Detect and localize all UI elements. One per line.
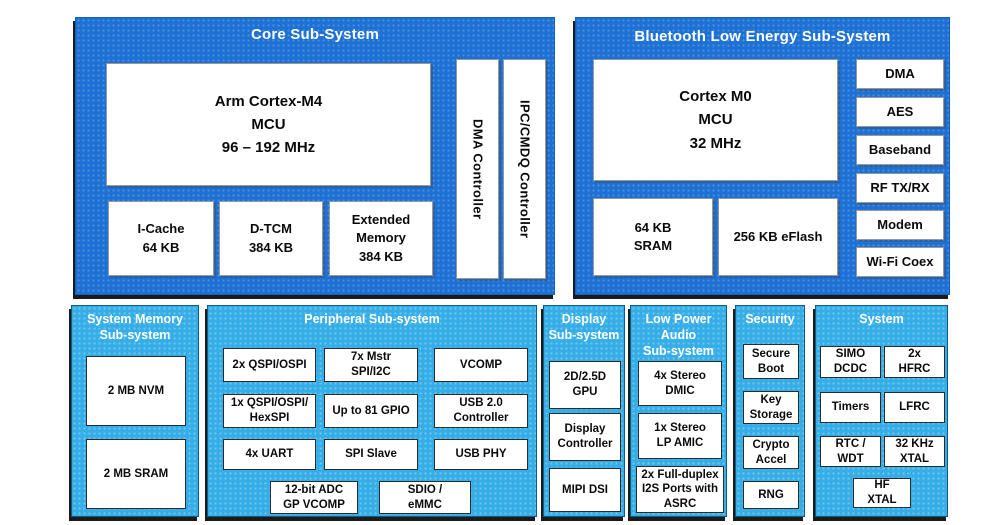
- block-simo-dcdc: SIMO DCDC: [820, 346, 881, 378]
- block-display-controller: Display Controller: [549, 413, 621, 461]
- ble-subsystem-section: Bluetooth Low Energy Sub-System Cortex M…: [575, 17, 950, 295]
- block-2x-qspi-ospi: 2x QSPI/OSPI: [223, 348, 316, 382]
- block-usb-phy: USB PHY: [434, 439, 528, 470]
- audio-section: Low Power Audio Sub-system 4x Stereo DMI…: [630, 305, 727, 517]
- block-ble-eflash: 256 KB eFlash: [718, 198, 838, 276]
- peripheral-title: Peripheral Sub-system: [304, 312, 440, 326]
- block-d-tcm: D-TCM 384 KB: [219, 201, 323, 276]
- block-ble-sram: 64 KB SRAM: [593, 198, 713, 276]
- block-1x-qspi-ospi-hexspi: 1x QSPI/OSPI/ HexSPI: [223, 394, 316, 428]
- security-section: Security Secure Boot Key Storage Crypto …: [735, 305, 805, 517]
- block-32khz-xtal: 32 KHz XTAL: [884, 436, 945, 467]
- block-spi-slave: SPI Slave: [324, 439, 418, 470]
- block-extended-memory: Extended Memory 384 KB: [329, 201, 433, 276]
- block-usb-controller: USB 2.0 Controller: [434, 394, 528, 428]
- block-7x-mstr-spi-i2c: 7x Mstr SPI/I2C: [324, 348, 418, 382]
- block-key-storage: Key Storage: [743, 391, 799, 424]
- block-rtc-wdt: RTC / WDT: [820, 436, 881, 467]
- system-memory-section: System Memory Sub-system 2 MB NVM 2 MB S…: [71, 305, 199, 517]
- block-ble-dma: DMA: [856, 59, 944, 89]
- block-ble-aes: AES: [856, 97, 944, 127]
- display-title: Display Sub-system: [548, 312, 620, 342]
- system-section: System SIMO DCDC 2x HFRC Timers LFRC RTC…: [815, 305, 948, 517]
- block-hfrc: 2x HFRC: [884, 346, 945, 378]
- block-vcomp: VCOMP: [434, 348, 528, 382]
- block-2mb-nvm: 2 MB NVM: [86, 356, 186, 426]
- block-mipi-dsi: MIPI DSI: [549, 468, 621, 512]
- block-i2s-asrc: 2x Full-duplex I2S Ports with ASRC: [636, 466, 724, 513]
- block-crypto-accel: Crypto Accel: [743, 436, 799, 469]
- peripheral-section: Peripheral Sub-system 2x QSPI/OSPI 7x Ms…: [207, 305, 537, 517]
- block-rng: RNG: [743, 481, 799, 509]
- display-section: Display Sub-system 2D/2.5D GPU Display C…: [543, 305, 625, 517]
- block-ble-wifi-coex: Wi-Fi Coex: [856, 247, 944, 277]
- block-secure-boot: Secure Boot: [743, 344, 799, 379]
- audio-title: Low Power Audio Sub-system: [643, 312, 714, 358]
- security-title: Security: [745, 312, 795, 326]
- block-adc-gp-vcomp: 12-bit ADC GP VCOMP: [270, 481, 358, 514]
- block-ble-rf-tx-rx: RF TX/RX: [856, 173, 944, 203]
- block-sdio-emmc: SDIO / eMMC: [379, 481, 471, 514]
- block-gpio: Up to 81 GPIO: [324, 394, 418, 428]
- block-dma-controller: DMA Controller: [456, 59, 499, 279]
- block-gpu: 2D/2.5D GPU: [549, 361, 621, 409]
- block-ble-baseband: Baseband: [856, 135, 944, 165]
- block-2mb-sram: 2 MB SRAM: [86, 439, 186, 509]
- block-timers: Timers: [820, 392, 881, 423]
- block-i-cache: I-Cache 64 KB: [108, 201, 214, 276]
- system-memory-title: System Memory Sub-system: [87, 312, 183, 342]
- block-dmic: 4x Stereo DMIC: [638, 361, 722, 406]
- core-subsystem-title: Core Sub-System: [250, 26, 380, 43]
- block-cortex-m0: Cortex M0 MCU 32 MHz: [593, 59, 838, 181]
- block-hf-xtal: HF XTAL: [853, 478, 911, 508]
- block-4x-uart: 4x UART: [223, 439, 316, 470]
- block-arm-cortex-m4: Arm Cortex-M4 MCU 96 – 192 MHz: [106, 63, 431, 186]
- block-lfrc: LFRC: [884, 392, 945, 423]
- core-subsystem-section: Core Sub-System Arm Cortex-M4 MCU 96 – 1…: [75, 17, 555, 295]
- ble-subsystem-title: Bluetooth Low Energy Sub-System: [634, 28, 891, 45]
- system-title: System: [859, 312, 904, 326]
- block-ble-modem: Modem: [856, 210, 944, 240]
- block-ipc-cmdq-controller: IPC/CMDQ Controller: [503, 59, 546, 279]
- block-amic: 1x Stereo LP AMIC: [638, 413, 722, 459]
